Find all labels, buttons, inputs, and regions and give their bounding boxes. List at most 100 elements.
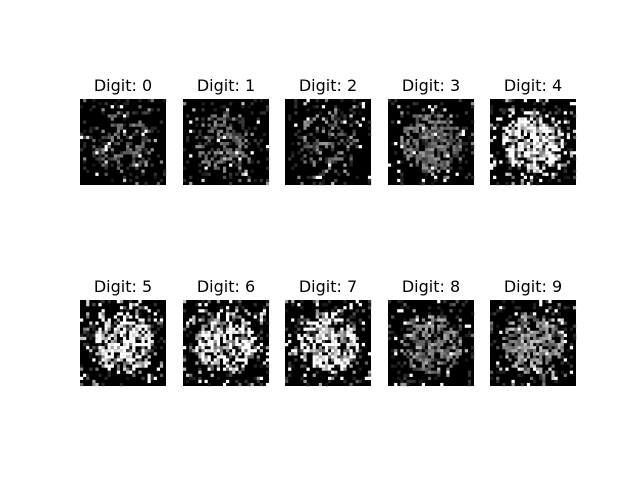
pixel <box>256 333 260 338</box>
pixel <box>132 157 136 161</box>
pixel <box>198 346 202 350</box>
pixel <box>437 117 441 121</box>
pixel <box>551 145 555 149</box>
pixel <box>300 349 304 353</box>
pixel <box>226 111 230 115</box>
pixel <box>253 376 257 381</box>
pixel <box>418 343 422 347</box>
pixel <box>437 114 441 118</box>
pixel <box>198 154 202 158</box>
pixel <box>440 145 444 149</box>
pixel <box>533 151 537 155</box>
pixel <box>434 135 438 140</box>
pixel <box>189 120 193 124</box>
pixel <box>434 145 438 149</box>
pixel <box>238 303 242 307</box>
pixel <box>557 355 561 359</box>
pixel <box>238 370 242 374</box>
pixel <box>300 318 304 322</box>
pixel <box>403 352 407 356</box>
pixel <box>511 382 515 387</box>
pixel <box>150 333 154 338</box>
pixel <box>141 352 145 356</box>
pixel <box>253 364 257 368</box>
pixel <box>116 99 121 103</box>
pixel <box>536 138 540 143</box>
pixel <box>431 364 435 368</box>
pixel <box>554 163 558 167</box>
pixel <box>110 123 114 127</box>
pixel <box>508 154 512 158</box>
pixel <box>256 312 260 316</box>
pixel <box>514 135 518 140</box>
pixel <box>92 105 96 109</box>
pixel <box>437 169 441 173</box>
pixel <box>548 318 552 322</box>
pixel <box>418 154 422 158</box>
pixel <box>110 163 114 167</box>
pixel <box>539 169 543 173</box>
pixel <box>138 160 142 164</box>
pixel <box>226 126 230 130</box>
pixel <box>119 300 124 304</box>
pixel <box>554 346 558 350</box>
pixel <box>437 145 441 149</box>
pixel <box>207 142 211 146</box>
pixel <box>213 318 217 322</box>
pixel <box>352 132 356 137</box>
pixel <box>464 324 469 328</box>
pixel <box>219 330 224 334</box>
pixel <box>247 352 251 356</box>
pixel <box>427 370 432 374</box>
pixel <box>213 108 217 112</box>
pixel <box>123 114 127 118</box>
pixel <box>132 358 136 362</box>
pixel <box>542 163 546 167</box>
pixel <box>238 157 242 161</box>
pixel <box>238 346 242 350</box>
pixel <box>107 367 111 371</box>
pixel <box>331 315 335 319</box>
pixel <box>312 333 316 338</box>
pixel <box>241 117 245 121</box>
pixel <box>446 123 450 127</box>
pixel <box>352 120 356 124</box>
pixel <box>107 358 111 362</box>
pixel <box>502 99 506 103</box>
pixel <box>104 102 108 106</box>
pixel <box>86 312 90 316</box>
pixel <box>424 355 429 359</box>
pixel <box>159 318 164 322</box>
pixel <box>232 129 236 133</box>
pixel <box>437 306 441 310</box>
pixel <box>312 330 316 334</box>
pixel <box>183 102 187 106</box>
pixel <box>86 135 90 140</box>
pixel <box>431 151 435 155</box>
pixel <box>144 324 148 328</box>
digit-panel: Digit: 5 <box>80 277 167 387</box>
pixel <box>331 123 335 127</box>
pixel <box>545 300 549 304</box>
pixel <box>446 330 450 334</box>
pixel <box>443 151 447 155</box>
pixel <box>141 306 145 310</box>
pixel <box>116 370 121 374</box>
pixel <box>557 135 561 140</box>
pixel <box>446 367 450 371</box>
pixel <box>116 132 121 137</box>
pixel <box>285 376 289 381</box>
pixel <box>523 321 528 325</box>
pixel <box>229 343 233 347</box>
pixel <box>126 346 130 350</box>
pixel <box>138 358 142 362</box>
pixel <box>533 172 537 176</box>
pixel <box>493 157 497 161</box>
pixel <box>346 330 350 334</box>
pixel <box>358 111 362 115</box>
pixel <box>216 367 221 371</box>
pixel <box>312 373 316 377</box>
pixel <box>427 148 432 152</box>
pixel <box>545 355 549 359</box>
pixel <box>529 129 534 133</box>
